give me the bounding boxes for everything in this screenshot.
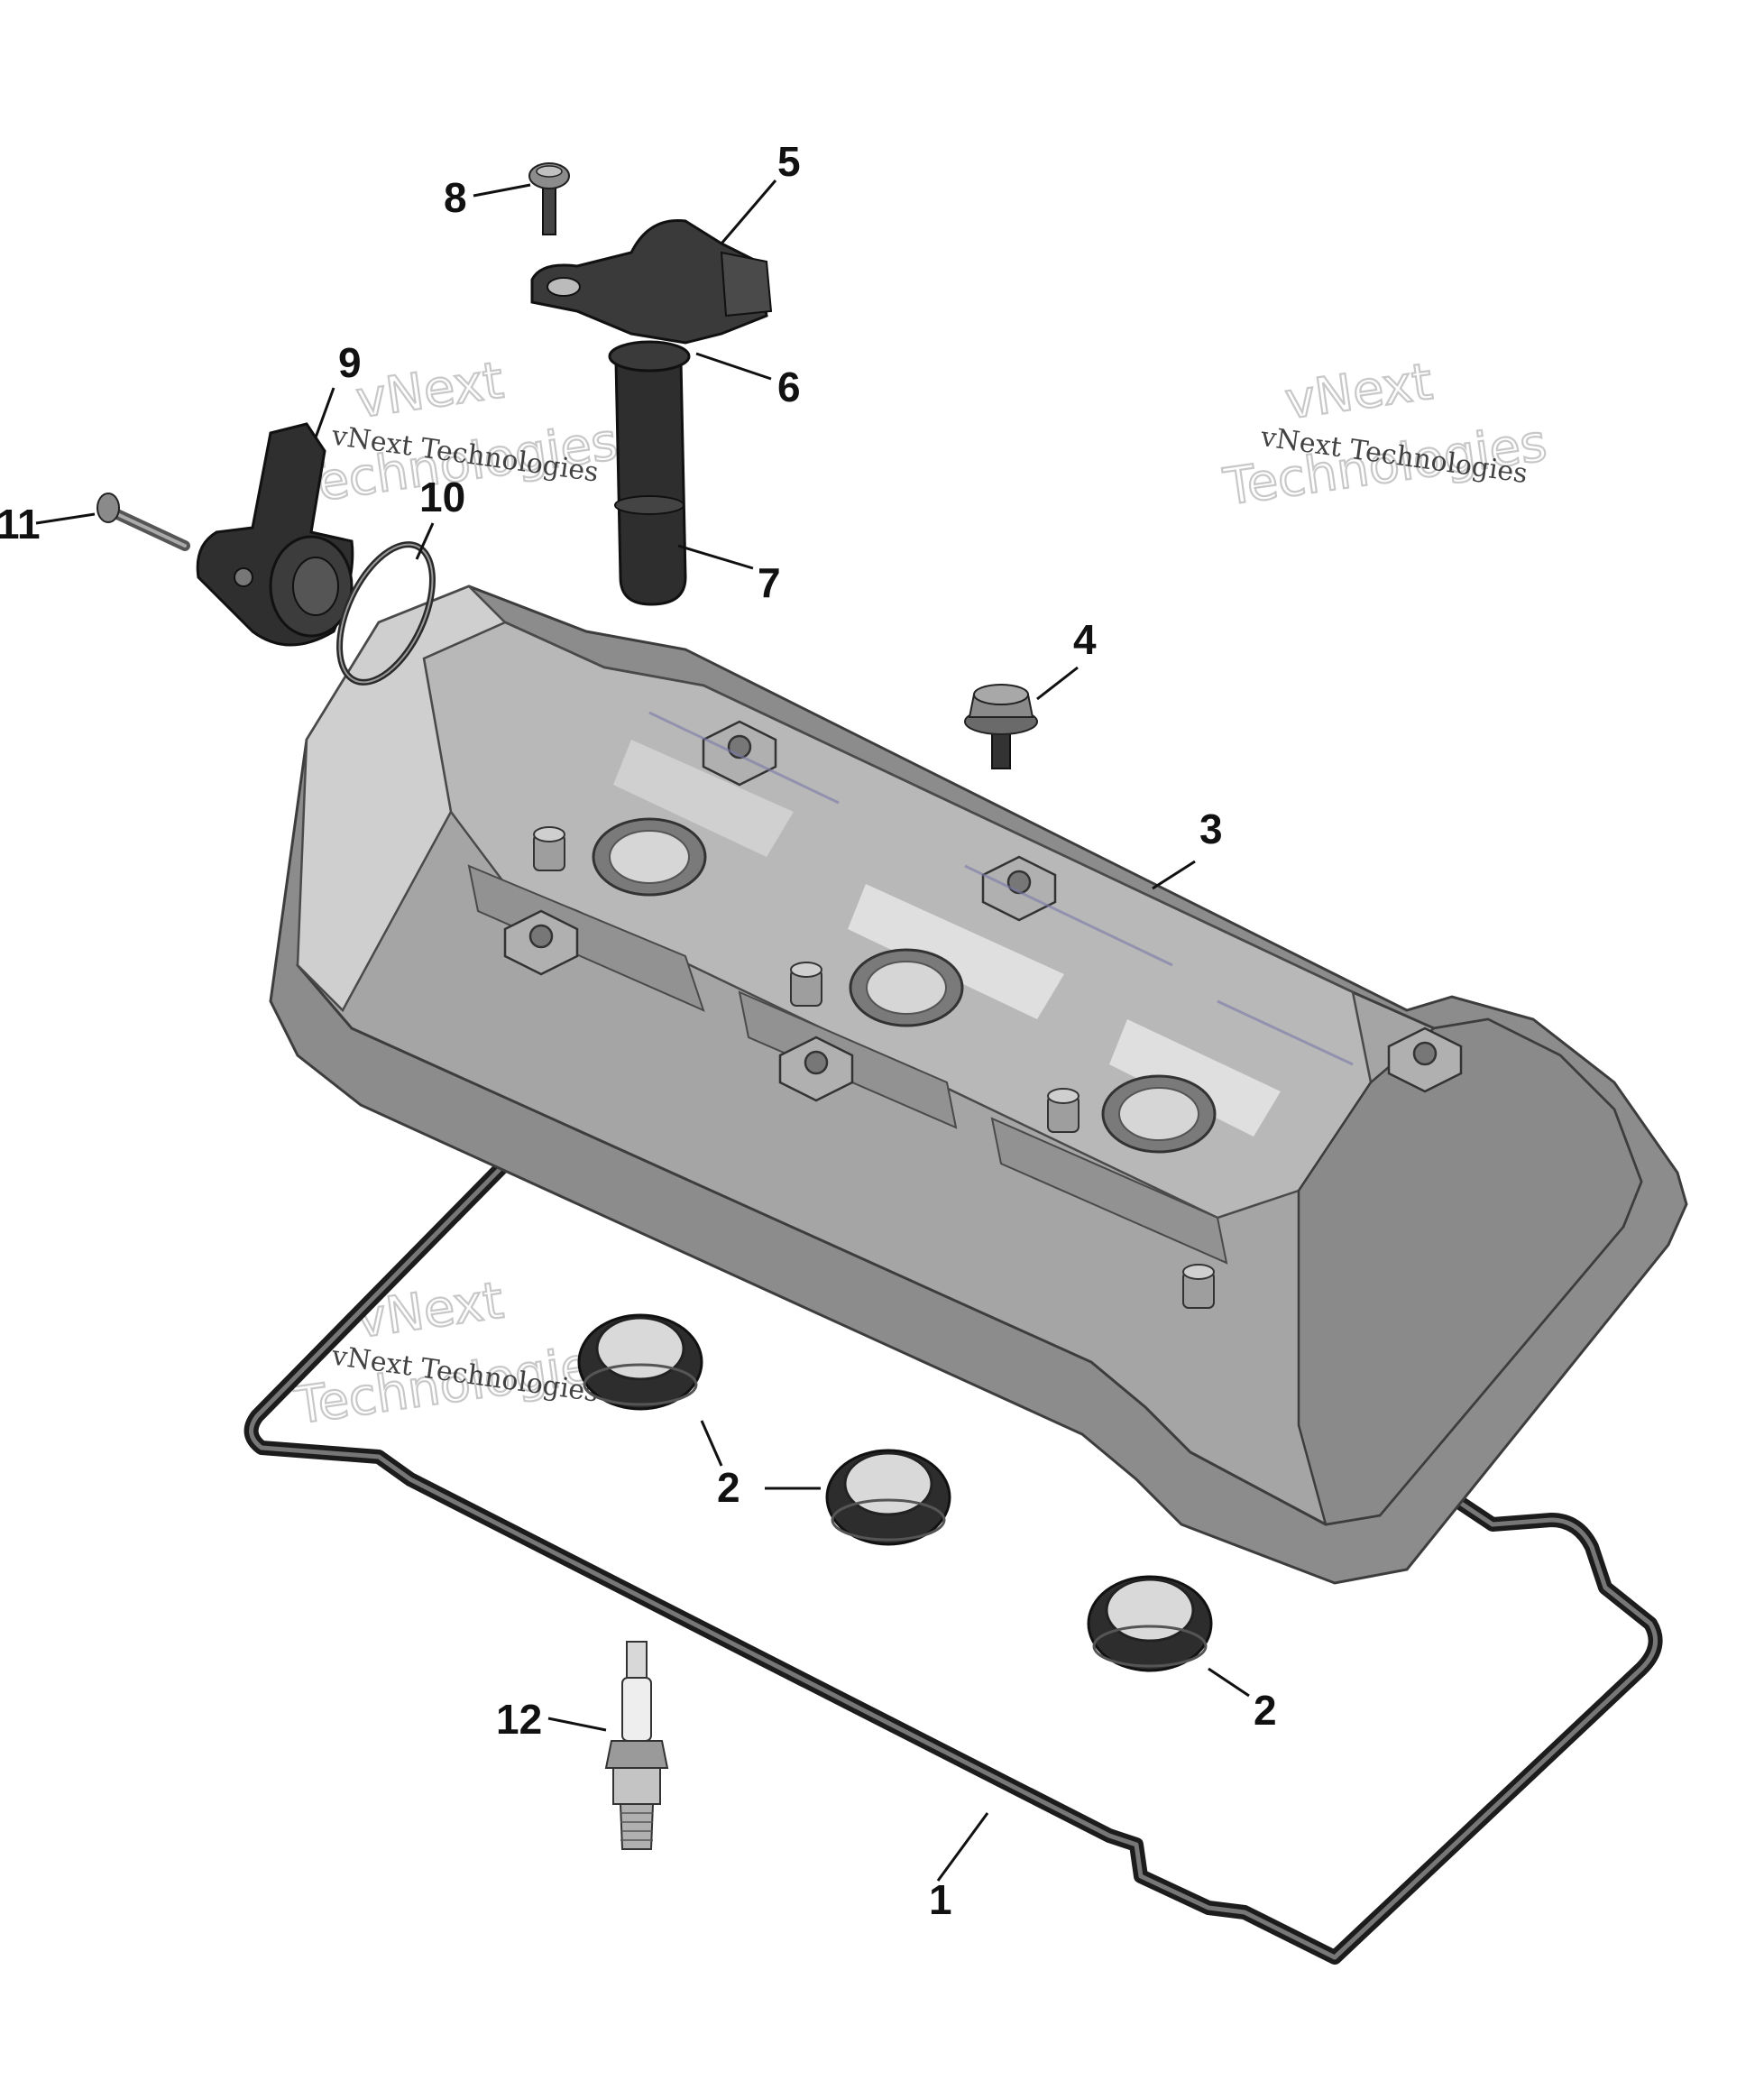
part-ignition-coil	[530, 218, 773, 606]
leader-5	[720, 180, 777, 244]
leader-9	[314, 387, 335, 438]
part-seal-1	[577, 1313, 703, 1411]
part-valve-cover	[269, 585, 1688, 1585]
leader-1	[936, 1812, 989, 1882]
leader-12	[547, 1717, 607, 1732]
watermark-big-1: vNext	[1282, 353, 1436, 431]
hex-boss	[503, 720, 1463, 1102]
callout-5: 5	[777, 138, 801, 185]
leader-10	[415, 522, 435, 560]
part-spark-plug	[604, 1641, 669, 1850]
part-o-ring	[336, 541, 436, 686]
watermark-big-1: vNext	[353, 1271, 507, 1349]
watermark-top-right: vNext Technologies vNext Technologies	[1219, 352, 1551, 519]
callout-labels: 1 2 2 3 4 5 6 7 8 9 10 11 12	[0, 138, 1277, 1923]
leader-8	[473, 183, 531, 198]
callout-11: 11	[0, 501, 41, 548]
callout-3: 3	[1199, 806, 1223, 852]
callout-10: 10	[419, 474, 465, 520]
callout-1: 1	[929, 1876, 952, 1923]
leader-3	[1152, 860, 1196, 890]
plug-well-2	[849, 948, 964, 1027]
watermark-bottom-left: vNext Technologies vNext Technologies	[290, 1270, 622, 1437]
part-sensor-bolt	[96, 493, 190, 551]
watermark-big-1: vNext	[353, 351, 507, 429]
part-gasket	[243, 1145, 1663, 1965]
small-post	[533, 826, 1215, 1309]
leader-6	[695, 352, 772, 381]
leader-2b	[1208, 1667, 1250, 1698]
leader-11	[35, 512, 96, 525]
part-seal-2	[825, 1449, 951, 1546]
leader-lines	[35, 180, 1250, 1882]
callout-2-lower: 2	[1254, 1687, 1277, 1734]
plug-well-1	[592, 817, 707, 897]
part-coil-screw	[528, 162, 570, 235]
callout-2-upper: 2	[717, 1464, 740, 1511]
callout-12: 12	[496, 1696, 542, 1743]
callout-9: 9	[338, 339, 362, 386]
callout-7: 7	[758, 559, 781, 606]
leader-4	[1036, 666, 1079, 701]
part-sensor	[196, 422, 354, 647]
callout-8: 8	[444, 174, 467, 221]
part-seal-3	[1087, 1575, 1213, 1672]
callout-6: 6	[777, 364, 801, 410]
leader-7	[677, 544, 754, 570]
leader-2a	[700, 1420, 723, 1467]
part-cover-bolt	[964, 684, 1038, 769]
callout-4: 4	[1073, 616, 1097, 663]
plug-well-3	[1101, 1074, 1217, 1154]
